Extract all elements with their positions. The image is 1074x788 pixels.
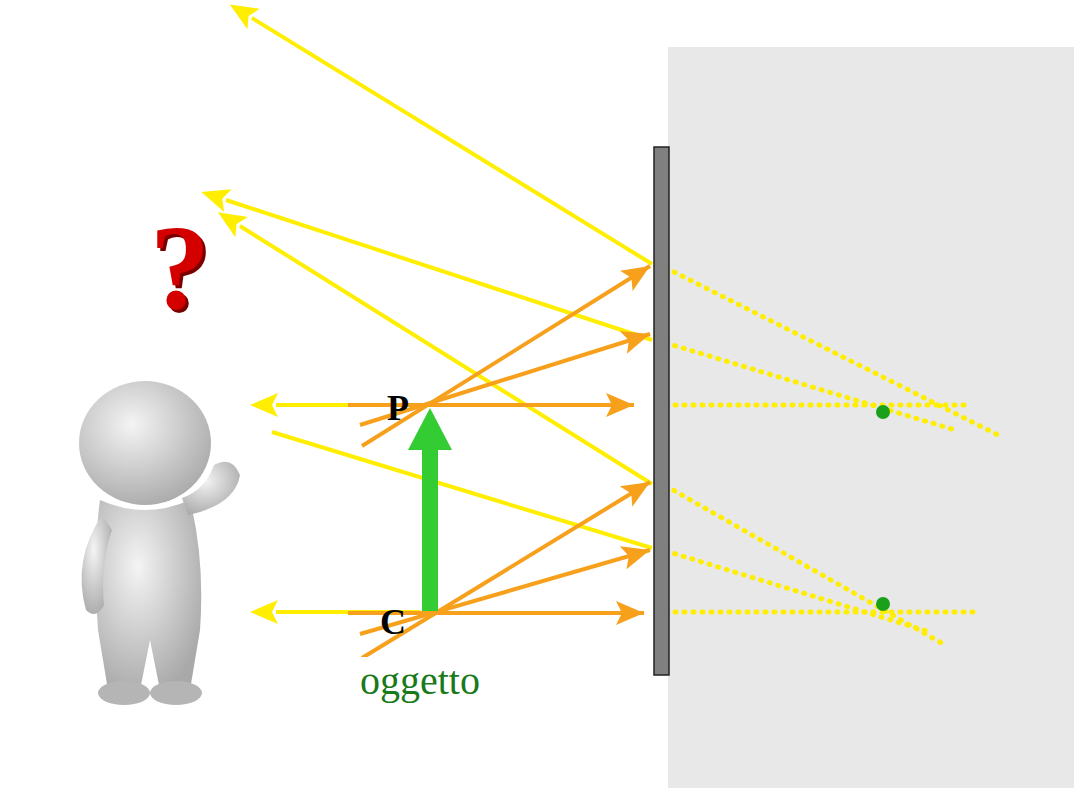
mirror-back-region bbox=[668, 47, 1074, 788]
image-point bbox=[876, 405, 890, 419]
point-label: P bbox=[385, 387, 411, 429]
incident-rays bbox=[348, 266, 650, 658]
virtual-rays bbox=[666, 268, 1000, 645]
object-label: oggetto bbox=[358, 657, 482, 704]
plane-mirror bbox=[654, 147, 669, 675]
person-figure bbox=[8, 381, 270, 713]
image-point bbox=[876, 597, 890, 611]
question-mark: ? bbox=[148, 199, 212, 337]
point-label: C bbox=[378, 601, 408, 643]
object-arrow bbox=[408, 408, 452, 611]
reflected-rays bbox=[226, 18, 652, 612]
